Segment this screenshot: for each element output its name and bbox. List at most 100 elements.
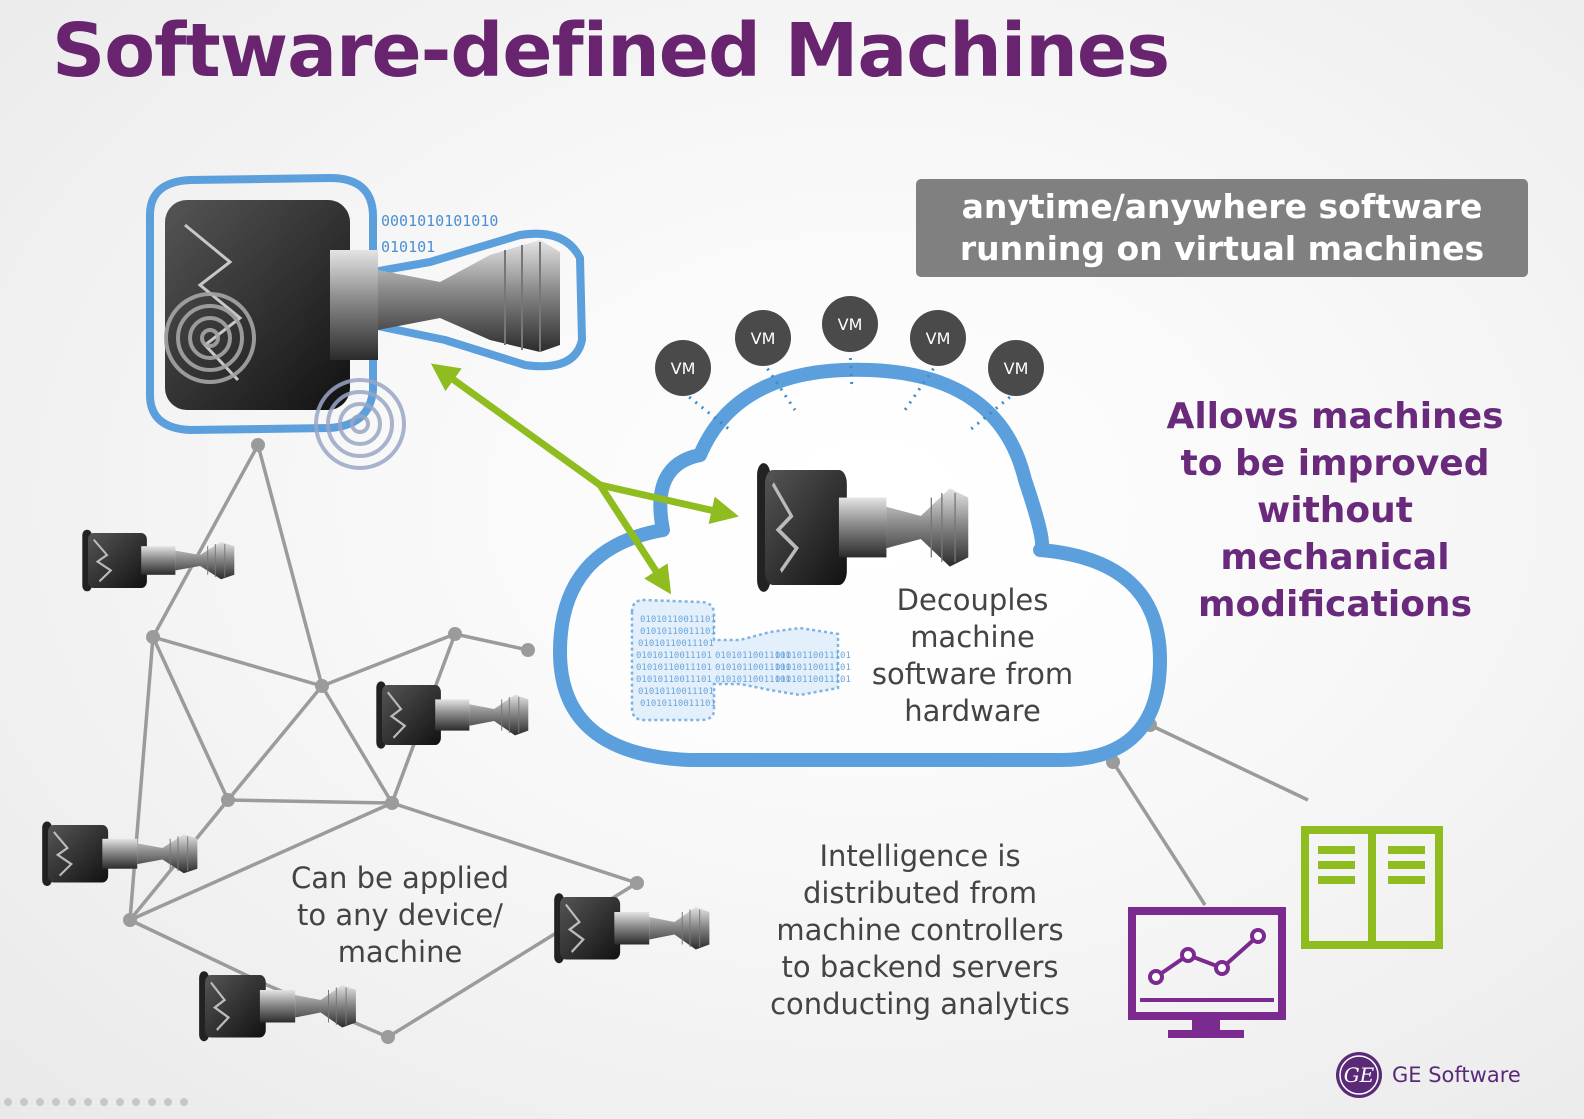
- note-line: machine: [910, 620, 1035, 654]
- network-link: [129, 801, 393, 922]
- jet-engine-icon: [552, 892, 711, 965]
- benefit-line: modifications: [1197, 584, 1472, 625]
- binary-fill: 01010110011101: [640, 627, 716, 637]
- note-line: to backend servers: [781, 950, 1059, 984]
- connected-engine: 0001010101010 010101: [146, 174, 586, 470]
- binary-fill: 01010110011101: [775, 651, 851, 661]
- decouple-note: Decouples machine software from hardware: [840, 582, 1105, 730]
- benefit-line: without: [1256, 490, 1413, 531]
- jet-engine-icon: [375, 680, 530, 750]
- note-line: distributed from: [802, 876, 1038, 910]
- software-engine: 01010110011101 01010110011101 0101011001…: [630, 598, 851, 722]
- network-link: [256, 444, 324, 687]
- ge-logo-mark: GE: [1344, 1063, 1375, 1087]
- network-link: [151, 636, 230, 801]
- tagline-line: anytime/anywhere software: [961, 187, 1483, 226]
- note-line: machine controllers: [776, 913, 1064, 947]
- binary-fill: 01010110011101: [640, 615, 716, 625]
- network-link: [1149, 723, 1309, 802]
- benefit-line: mechanical: [1220, 537, 1450, 578]
- note-line: to any device/: [297, 898, 503, 932]
- network-link: [227, 798, 393, 805]
- vm-node: VM: [822, 296, 878, 352]
- benefit-statement: Allows machines to be improved without m…: [1150, 393, 1520, 628]
- page-title: Software-defined Machines: [52, 8, 1170, 94]
- vm-label: VM: [1004, 359, 1029, 378]
- jet-engine-icon: [165, 200, 560, 410]
- note-line: Decouples: [896, 583, 1049, 617]
- network-node: [385, 796, 399, 810]
- vm-node: VM: [735, 310, 791, 366]
- binary-fill: 01010110011101: [636, 675, 712, 685]
- binary-fill: 01010110011101: [638, 687, 714, 697]
- vm-label: VM: [671, 359, 696, 378]
- document-icon: [1301, 826, 1443, 949]
- network-node: [315, 679, 329, 693]
- binary-engine-outline: [630, 598, 840, 722]
- network-node: [521, 643, 535, 657]
- signal-rings-icon: [164, 292, 256, 384]
- binary-code-line: 0001010101010: [381, 212, 498, 230]
- binary-fill: 01010110011101: [638, 639, 714, 649]
- binary-fill: 01010110011101: [715, 651, 791, 661]
- analytics-monitor-icon: [1128, 907, 1286, 1038]
- network-link: [129, 918, 268, 987]
- slide-dots: [4, 1098, 188, 1106]
- network-link: [151, 444, 260, 638]
- network-node: [123, 913, 137, 927]
- engine-outline: [146, 174, 586, 434]
- binary-fill: 01010110011101: [636, 651, 712, 661]
- vm-node: VM: [910, 310, 966, 366]
- vm-label: VM: [926, 329, 951, 348]
- ge-logo-icon: GE: [1336, 1052, 1382, 1098]
- vm-node: VM: [655, 340, 711, 396]
- note-line: conducting analytics: [770, 987, 1070, 1021]
- apply-note: Can be applied to any device/ machine: [260, 860, 540, 971]
- intelligence-note: Intelligence is distributed from machine…: [740, 838, 1100, 1023]
- arrow-to-software-engine: [596, 481, 672, 595]
- network-link: [226, 684, 324, 802]
- brand-footer: GE GE Software: [1334, 1050, 1521, 1100]
- tagline-line: running on virtual machines: [959, 229, 1485, 268]
- signal-rings-icon: [314, 378, 406, 470]
- device-network: [128, 444, 1309, 1039]
- arrow-engine-link: [430, 363, 604, 489]
- network-node: [221, 793, 235, 807]
- note-line: Intelligence is: [819, 839, 1021, 873]
- binary-fill: 01010110011101: [636, 663, 712, 673]
- binary-code-line: 010101: [381, 238, 435, 256]
- network-link: [152, 635, 323, 688]
- network-link: [391, 801, 638, 885]
- jet-engine-icon: [41, 820, 199, 888]
- vm-label: VM: [751, 329, 776, 348]
- network-link: [1111, 761, 1207, 906]
- jet-engine-icon: [197, 970, 358, 1043]
- vm-connectors: [682, 349, 1017, 432]
- binary-fill: 01010110011101: [715, 675, 791, 685]
- note-line: Can be applied: [290, 861, 510, 895]
- note-line: machine: [337, 935, 463, 969]
- network-link: [320, 685, 394, 804]
- arrow-to-cloud-engine: [596, 481, 739, 524]
- network-link: [128, 636, 155, 921]
- network-link: [454, 632, 529, 652]
- benefit-line: to be improved: [1180, 443, 1490, 484]
- network-node: [381, 1030, 395, 1044]
- data-flow-arrows: [430, 363, 739, 595]
- note-line: software from: [871, 657, 1074, 691]
- network-node: [146, 630, 160, 644]
- tagline-banner: anytime/anywhere software running on vir…: [916, 179, 1528, 277]
- binary-fill: 01010110011101: [640, 699, 716, 709]
- network-node: [251, 438, 265, 452]
- binary-fill: 01010110011101: [715, 663, 791, 673]
- binary-fill: 01010110011101: [775, 663, 851, 673]
- note-line: hardware: [904, 694, 1041, 728]
- vm-node: VM: [988, 340, 1044, 396]
- network-link: [321, 632, 456, 688]
- network-node: [630, 876, 644, 890]
- binary-fill: 01010110011101: [775, 675, 851, 685]
- network-node: [448, 627, 462, 641]
- benefit-line: Allows machines: [1166, 396, 1504, 437]
